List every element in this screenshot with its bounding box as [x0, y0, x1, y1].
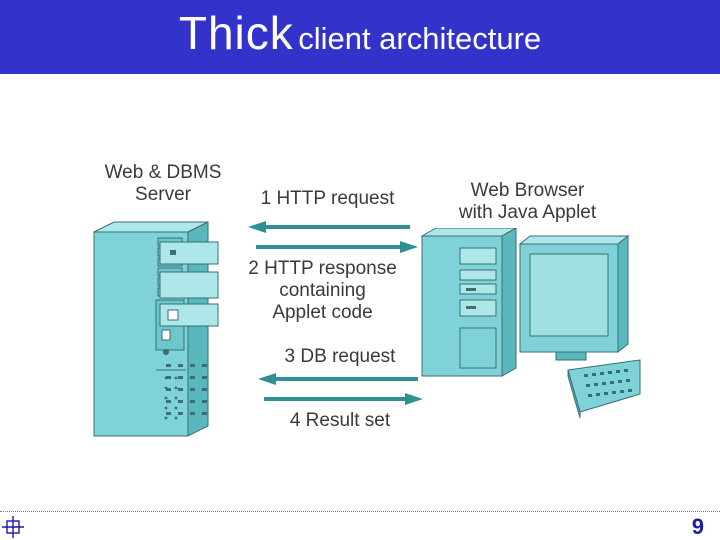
browser-label-line: Web Browser	[470, 180, 585, 201]
browser-label: Web Browser with Java Applet	[440, 180, 615, 224]
browser-label-line: with Java Applet	[458, 202, 597, 223]
step-label-line: containing	[279, 280, 366, 301]
page-number: 9	[691, 514, 704, 539]
step-3-label: 3 DB request	[260, 346, 420, 368]
step-label-line: 1 HTTP request	[260, 188, 395, 209]
arrow-left-icon	[258, 373, 418, 385]
server-front-icon	[159, 241, 219, 415]
step-label-line: 3 DB request	[284, 346, 396, 367]
title-bar: Thick client architecture	[0, 0, 720, 74]
arrow-left-icon	[248, 221, 410, 233]
server-label: Web & DBMS Server	[88, 162, 238, 206]
step-label-line: 4 Result set	[289, 410, 391, 431]
step-label-line: Applet code	[272, 302, 373, 323]
server-label-line: Web & DBMS	[104, 162, 222, 183]
step-4-label: 4 Result set	[260, 410, 420, 432]
title-main: Thick	[178, 7, 294, 59]
client-computer-icon	[420, 228, 641, 419]
arrow-right-icon	[256, 241, 418, 253]
crosshair-icon	[2, 516, 24, 538]
title-sub: client architecture	[298, 21, 542, 56]
step-1-label: 1 HTTP request	[245, 188, 410, 210]
step-label-line: 2 HTTP response	[248, 258, 397, 279]
step-2-label: 2 HTTP response containing Applet code	[235, 258, 410, 324]
arrow-right-icon	[264, 393, 423, 405]
slide-title: Thick client architecture	[0, 3, 720, 75]
server-label-line: Server	[135, 184, 191, 205]
architecture-diagram: Web & DBMS Server Web Browser with Java …	[80, 150, 650, 450]
footer-divider	[0, 511, 720, 512]
